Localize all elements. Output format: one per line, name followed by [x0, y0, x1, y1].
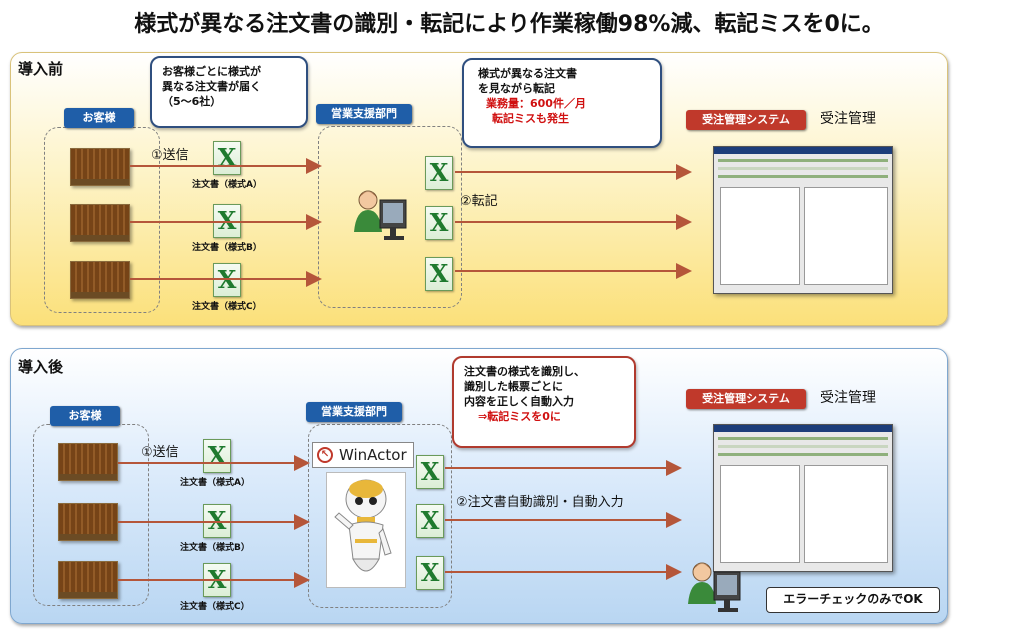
excel-icon: X [416, 504, 444, 538]
bubble-line: 内容を正しく自動入力 [464, 395, 574, 408]
system-tag: 受注管理システム [686, 110, 806, 130]
bubble-line-red: 業務量：600件／月 [486, 97, 586, 110]
building-icon [58, 561, 118, 599]
form-label: 注文書（様式B） [180, 543, 250, 553]
bubble-customer: お客様ごとに様式が 異なる注文書が届く （5〜6社） [150, 56, 308, 128]
bubble-line: 注文書の様式を識別し、 [464, 365, 585, 378]
form-label: 注文書（様式B） [192, 243, 262, 253]
person-pc-icon [354, 190, 407, 240]
building-icon [70, 204, 130, 242]
send-label: ①送信 [151, 148, 189, 163]
page-title: 様式が異なる注文書の識別・転記により作業稼働98%減、転記ミスを0に。 [134, 12, 884, 37]
system-label: 受注管理 [820, 111, 876, 127]
bubble-line: 異なる注文書が届く [162, 80, 261, 93]
system-tag: 受注管理システム [686, 389, 806, 409]
system-screen [713, 424, 893, 572]
system-screen [713, 146, 893, 294]
bubble-dept: 様式が異なる注文書 を見ながら転記 業務量：600件／月 転記ミスも発生 [462, 58, 662, 148]
bubble-line: を見ながら転記 [478, 82, 555, 95]
ok-box: エラーチェックのみでOK [766, 587, 940, 613]
bubble-line: 識別した帳票ごとに [464, 380, 563, 393]
bubble-line: 様式が異なる注文書 [478, 67, 577, 80]
building-icon [70, 261, 130, 299]
transcribe-label: ②転記 [460, 194, 498, 209]
excel-icon: X [416, 556, 444, 590]
excel-icon: X [425, 156, 453, 190]
panel-before-label: 導入前 [18, 60, 64, 78]
excel-icon: X [416, 455, 444, 489]
form-label: 注文書（様式C） [192, 302, 262, 312]
winactor-logo-icon: ↖ [317, 447, 333, 463]
panel-after-label: 導入後 [18, 358, 64, 376]
form-label: 注文書（様式A） [180, 478, 250, 488]
robot-icon [334, 479, 392, 572]
bubble-line: （5〜6社） [162, 95, 222, 108]
excel-icon: X [213, 141, 241, 175]
dept-tag: 営業支援部門 [306, 402, 402, 422]
bubble-after: 注文書の様式を識別し、 識別した帳票ごとに 内容を正しく自動入力 ⇒転記ミスを0… [452, 356, 636, 448]
building-icon [58, 503, 118, 541]
form-label: 注文書（様式A） [192, 180, 262, 190]
robot-image [326, 472, 406, 588]
dept-tag: 営業支援部門 [316, 104, 412, 124]
customer-tag: お客様 [50, 406, 120, 426]
bubble-line-red: ⇒転記ミスを0に [478, 410, 561, 423]
send-label: ①送信 [141, 445, 179, 460]
form-label: 注文書（様式C） [180, 602, 250, 612]
building-icon [70, 148, 130, 186]
excel-icon: X [425, 257, 453, 291]
system-label: 受注管理 [820, 390, 876, 406]
customer-tag: お客様 [64, 108, 134, 128]
person-pc-icon [688, 562, 741, 612]
bubble-line: お客様ごとに様式が [162, 65, 261, 78]
excel-icon: X [425, 206, 453, 240]
winactor-text: WinActor [339, 446, 407, 464]
bubble-line-red: 転記ミスも発生 [492, 112, 569, 125]
building-icon [58, 443, 118, 481]
auto-label: ②注文書自動識別・自動入力 [456, 495, 624, 510]
winactor-label: ↖ WinActor [312, 442, 414, 468]
